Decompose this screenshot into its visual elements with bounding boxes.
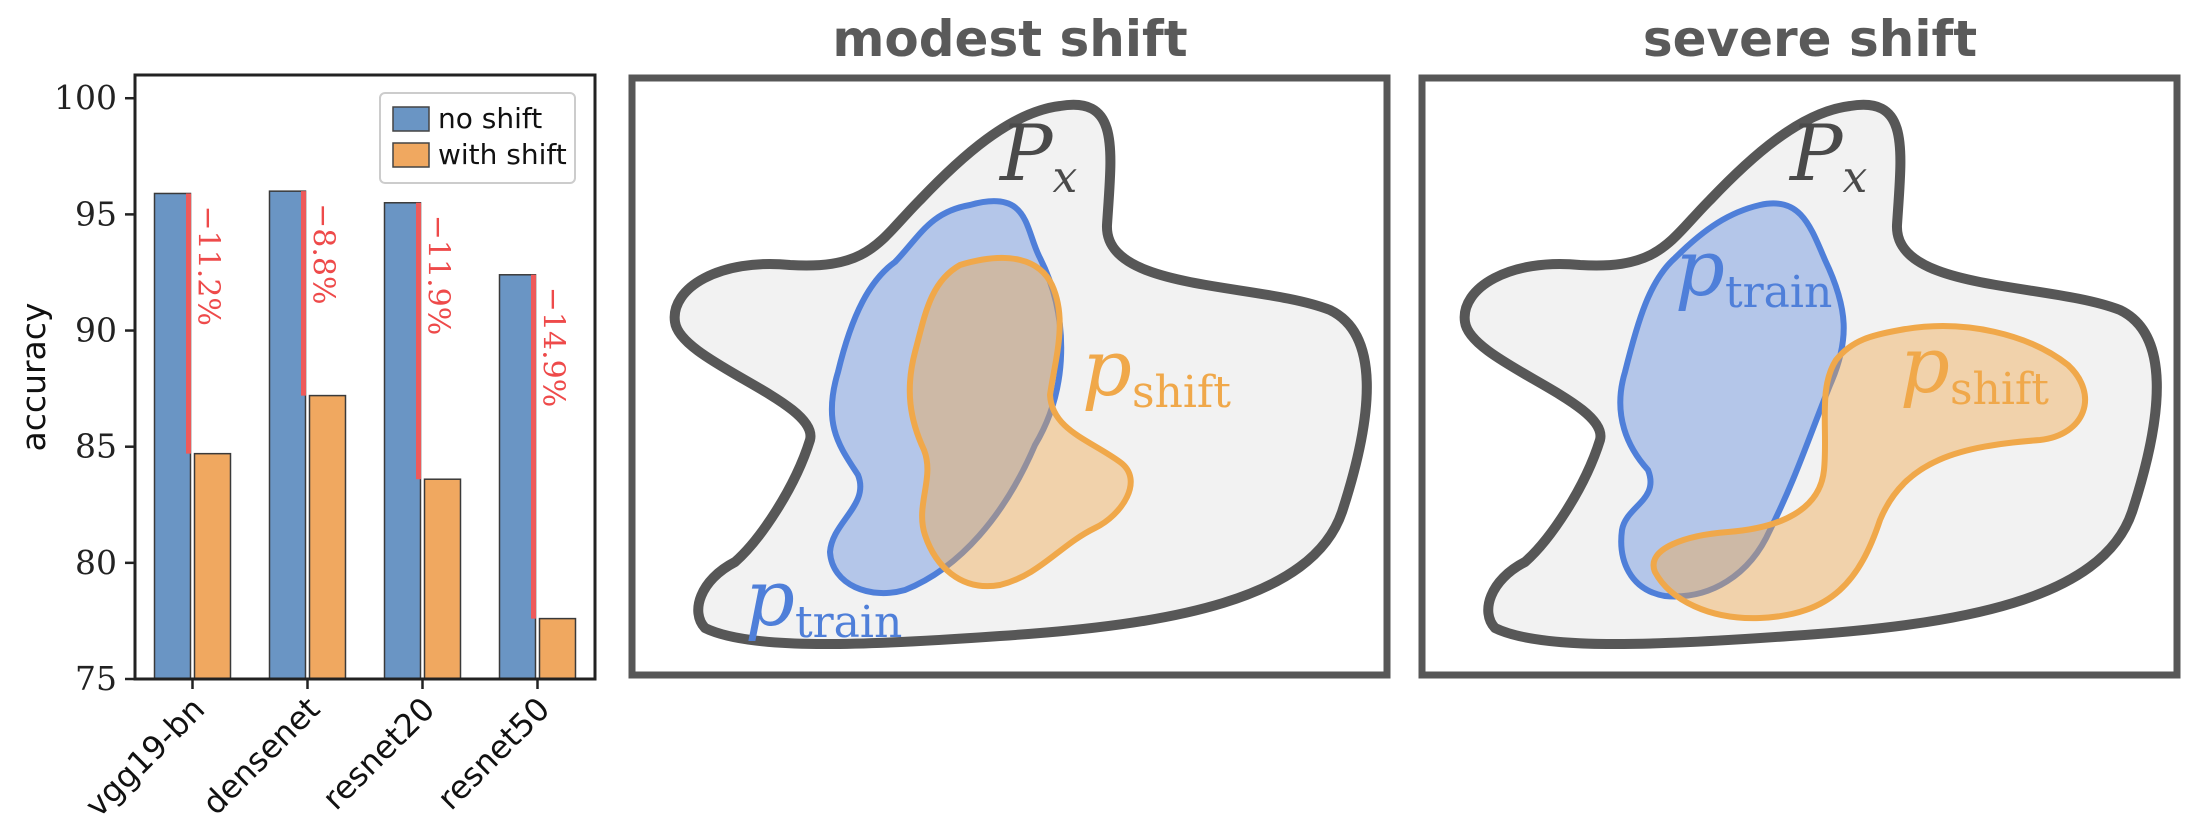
p-shift-label: pshift — [1900, 321, 2049, 415]
px-region — [669, 99, 1372, 650]
bar-no-shift — [498, 274, 537, 680]
p-shift-region — [906, 255, 1134, 590]
category-label: resnet20 — [315, 690, 442, 817]
p-shift-label: pshift — [1082, 324, 1231, 418]
p-train-label: ptrain — [745, 554, 902, 648]
legend-label-no-shift: no shift — [438, 102, 542, 135]
bar-no-shift — [153, 192, 192, 680]
bar-with-shift — [538, 617, 577, 680]
category-label: densenet — [195, 690, 327, 822]
legend: no shift with shift — [379, 92, 576, 184]
y-tick-label: 90 — [75, 311, 117, 350]
y-tick-label: 85 — [75, 427, 117, 466]
panel-title-modest: modest shift — [832, 10, 1187, 68]
accuracy-drop-label: −14.9% — [536, 287, 571, 407]
px-label: Px — [998, 109, 1077, 203]
plot-frame — [133, 73, 597, 681]
y-tick-label: 100 — [54, 78, 117, 117]
p-train-region — [1617, 200, 1847, 600]
bar-no-shift — [268, 190, 307, 680]
bar-with-shift — [193, 452, 232, 680]
bar-with-shift — [308, 394, 347, 680]
y-axis-label: accuracy — [14, 303, 53, 452]
px-label: Px — [1788, 109, 1867, 203]
accuracy-drop-label: −8.8% — [306, 203, 341, 304]
severe-shift-panel: severe shift Px ptrain pshift — [1418, 10, 2181, 679]
panel-title-severe: severe shift — [1643, 10, 1977, 68]
p-train-label: ptrain — [1675, 224, 1832, 318]
legend-swatch-with-shift — [392, 142, 430, 168]
modest-shift-panel: modest shift Px ptrain pshift — [628, 10, 1391, 679]
bar-with-shift — [423, 478, 462, 680]
bars: −11.2% −8.8% −11.9% −14.9% — [153, 190, 577, 680]
y-tick-label: 80 — [75, 543, 117, 582]
y-axis-ticks: 75 80 85 90 95 100 — [54, 78, 135, 698]
legend-swatch-no-shift — [392, 106, 430, 132]
p-shift-region — [1650, 323, 2088, 622]
accuracy-drop-label: −11.9% — [421, 215, 456, 335]
accuracy-bar-chart: −11.2% −8.8% −11.9% −14.9% 75 80 85 90 95 100 vg… — [14, 73, 597, 825]
y-tick-label: 95 — [75, 194, 117, 233]
accuracy-drop-label: −11.2% — [191, 205, 226, 325]
y-tick-label: 75 — [75, 659, 117, 698]
legend-label-with-shift: with shift — [438, 138, 567, 171]
category-label: resnet50 — [430, 690, 557, 817]
bar-no-shift — [383, 202, 422, 680]
category-label: vgg19-bn — [78, 690, 213, 825]
